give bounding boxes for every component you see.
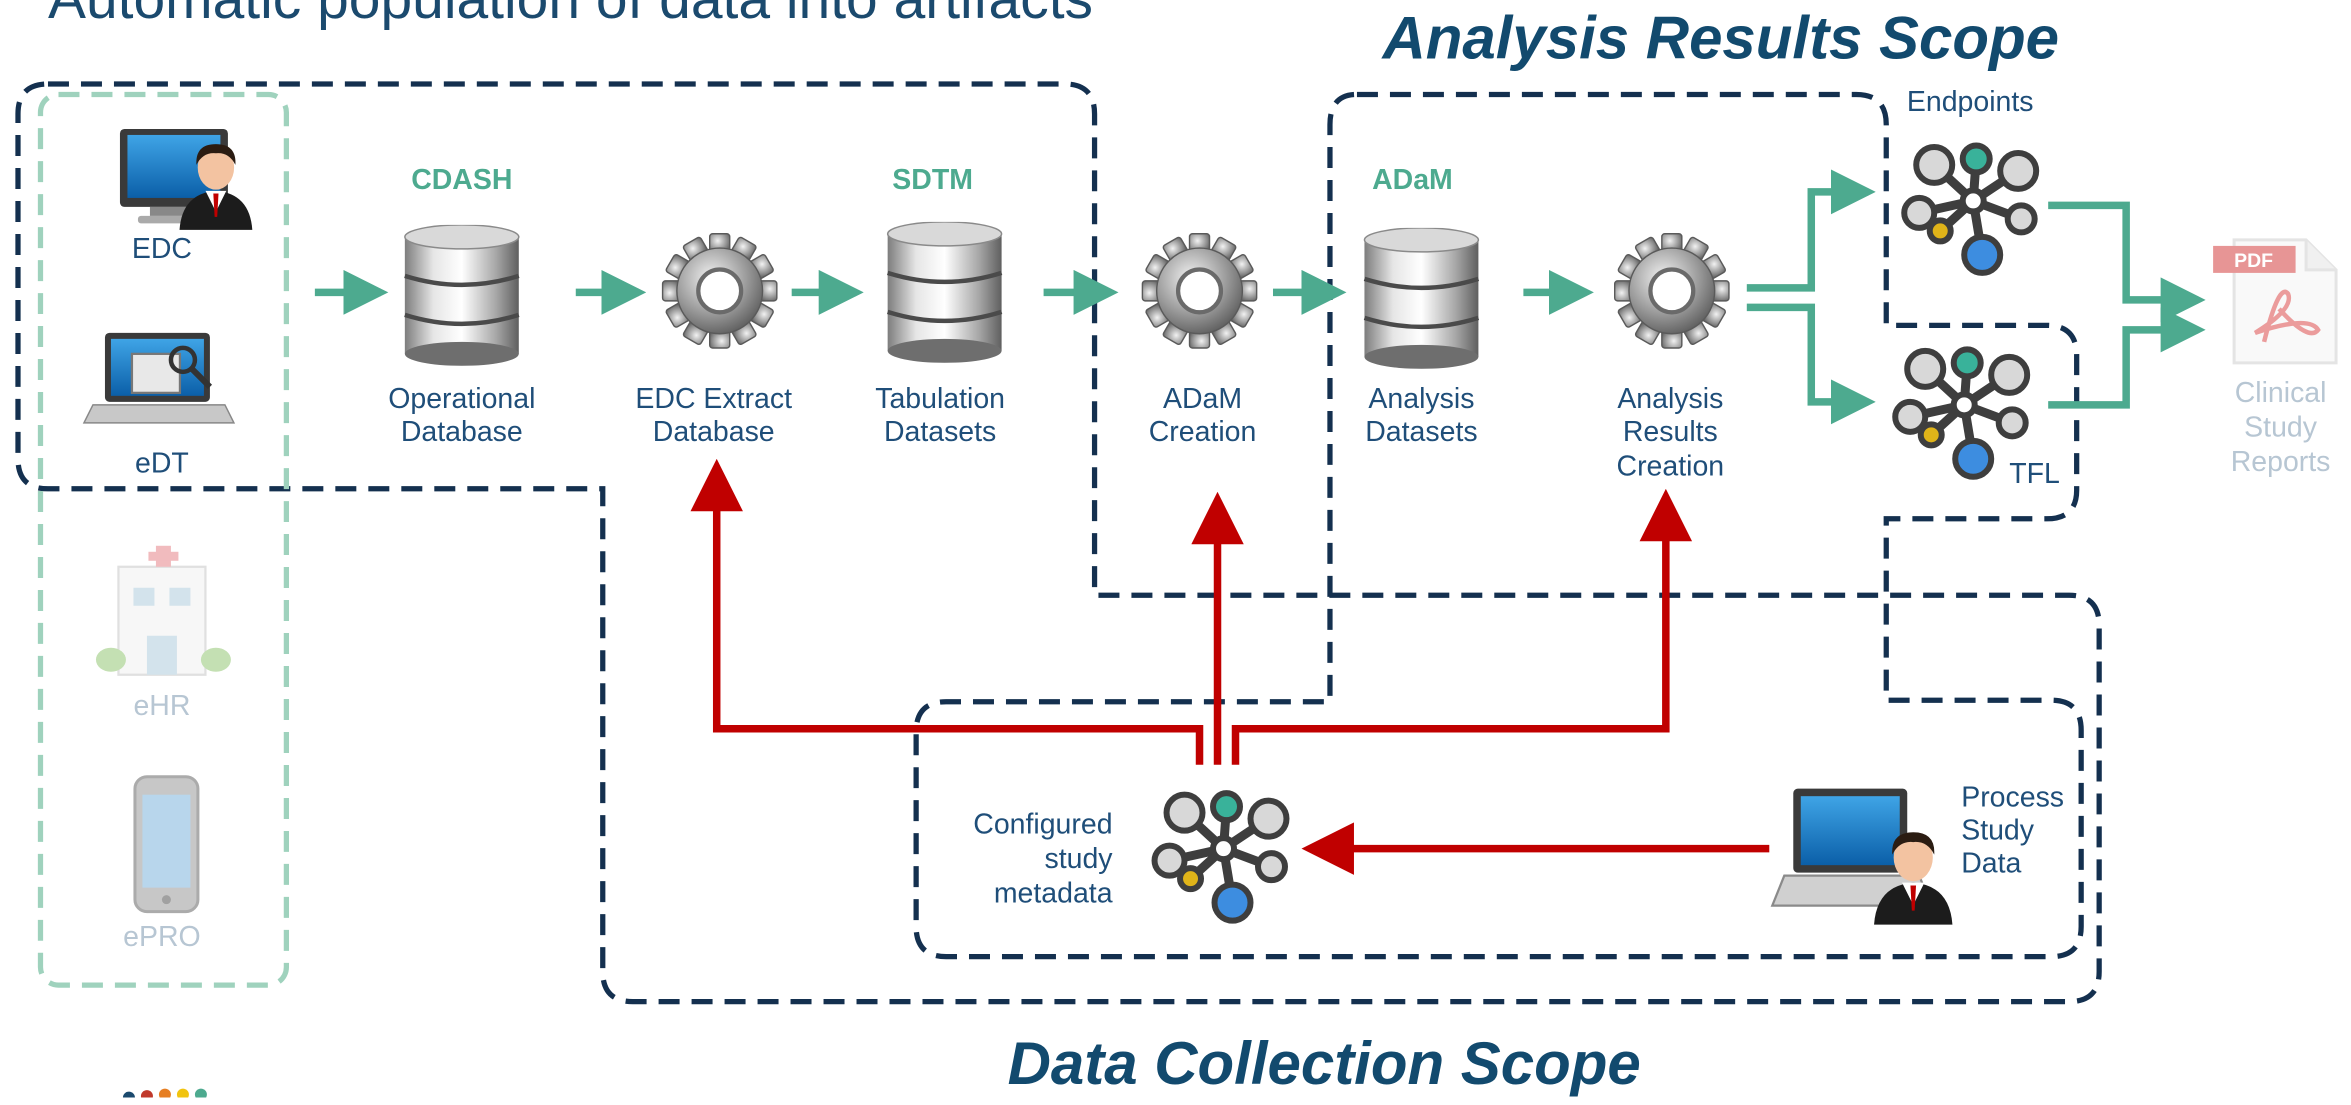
analysis-results-label-3: Creation	[1617, 450, 1725, 482]
metadata-label-1: Configured	[973, 809, 1112, 841]
adam-label: ADaM	[1372, 164, 1453, 196]
ehr-label: eHR	[133, 690, 190, 722]
arrow-endpoints-to-reports	[2048, 201, 2206, 323]
analysis-results-label-1: Analysis	[1617, 383, 1723, 415]
pdf-badge-label: PDF	[2234, 250, 2273, 272]
tfl-label: TFL	[2009, 458, 2060, 490]
arrow-results-to-endpoints	[1746, 169, 1876, 292]
analysis-datasets-icon	[1364, 228, 1478, 369]
edc-extract-gear-icon	[663, 234, 777, 348]
endpoints-network-icon	[1904, 145, 2036, 272]
operational-database-icon	[405, 225, 519, 366]
metadata-label-3: metadata	[994, 878, 1113, 910]
analysis-results-gear-icon	[1615, 234, 1729, 348]
epro-label: ePRO	[123, 921, 201, 953]
arrow-metadata-to-extract	[690, 458, 1204, 765]
metadata-label-2: study	[1045, 843, 1114, 875]
analysis-results-scope-border	[913, 91, 2084, 960]
adam-creation-label-2: Creation	[1149, 416, 1257, 448]
analysis-results-label-2: Results	[1623, 416, 1718, 448]
reports-label-2: Study	[2244, 411, 2318, 443]
analysis-results-scope-label: Analysis Results Scope	[1380, 4, 2059, 71]
analysis-datasets-label-1: Analysis	[1368, 383, 1474, 415]
edc-extract-label-2: Database	[653, 416, 775, 448]
operational-db-label-2: Database	[401, 416, 523, 448]
process-label-3: Data	[1961, 848, 2021, 880]
process-label-1: Process	[1961, 782, 2064, 814]
page-title: Automatic population of data into artifa…	[48, 0, 1093, 31]
data-collection-scope-label: Data Collection Scope	[1008, 1030, 1641, 1097]
cdash-label: CDASH	[411, 164, 512, 196]
adam-creation-gear-icon	[1142, 234, 1256, 348]
edc-label: EDC	[132, 233, 192, 265]
edc-extract-label-1: EDC Extract	[635, 383, 792, 415]
adam-creation-label-1: ADaM	[1163, 383, 1242, 415]
process-label-2: Study	[1961, 815, 2035, 847]
logo-mark	[122, 1088, 207, 1104]
reports-label-1: Clinical	[2235, 377, 2327, 409]
study-metadata-network-icon	[1155, 793, 1287, 920]
tfl-network-icon	[1895, 349, 2027, 476]
analysis-datasets-label-2: Datasets	[1365, 416, 1477, 448]
reports-label-3: Reports	[2231, 446, 2331, 478]
tabulation-label-1: Tabulation	[875, 383, 1005, 415]
endpoints-label: Endpoints	[1907, 86, 2034, 118]
epro-phone-icon	[133, 775, 200, 914]
edt-label: eDT	[135, 447, 189, 479]
process-laptop-icon	[1770, 788, 1953, 925]
arrow-tfl-to-reports	[2048, 307, 2206, 409]
sdtm-label: SDTM	[892, 164, 973, 196]
tabulation-label-2: Datasets	[884, 416, 996, 448]
edt-laptop-icon	[82, 332, 236, 424]
arrow-results-to-tfl	[1746, 303, 1876, 425]
sources-group-border	[37, 91, 290, 988]
edc-computer-icon	[119, 128, 253, 230]
operational-db-label-1: Operational	[388, 383, 535, 415]
tabulation-datasets-icon	[888, 222, 1002, 363]
ehr-hospital-icon	[95, 545, 231, 676]
arrow-metadata-to-results	[1231, 488, 1693, 765]
pdf-badge	[2213, 245, 2296, 273]
